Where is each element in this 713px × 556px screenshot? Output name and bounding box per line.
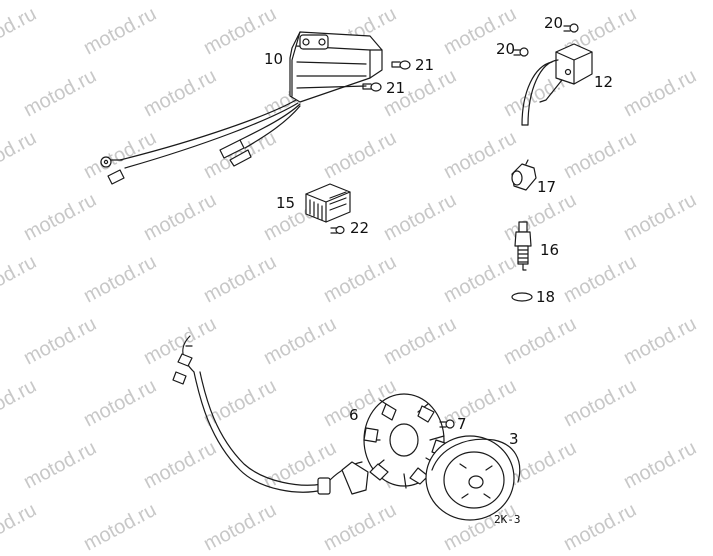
part-label-17: 17 <box>537 178 557 196</box>
part-label-16: 16 <box>540 241 560 259</box>
bolt-21-upper <box>391 60 411 70</box>
cdi-unit <box>100 31 383 185</box>
ignition-parts-diagram <box>100 23 593 521</box>
part-label-10: 10 <box>264 50 284 68</box>
bolt-20-lower <box>513 47 529 57</box>
bolt-21-lower <box>362 82 382 92</box>
part-label-22: 22 <box>350 219 370 237</box>
sealing-ring <box>511 292 533 302</box>
ignition-coil <box>521 43 593 126</box>
part-label-6: 6 <box>349 406 359 424</box>
part-label-12: 12 <box>594 73 614 91</box>
part-label-3: 3 <box>509 430 519 448</box>
spark-plug-cap <box>511 159 537 191</box>
part-label-7: 7 <box>457 415 467 433</box>
part-label-20-lower: 20 <box>496 40 516 58</box>
part-label-18: 18 <box>536 288 556 306</box>
part-label-21-upper: 21 <box>415 56 435 74</box>
part-label-20-upper: 20 <box>544 14 564 32</box>
flywheel <box>425 435 521 521</box>
stator-assembly <box>172 335 449 495</box>
bolt-22 <box>330 225 345 235</box>
figure-code: 2K-3 <box>494 513 521 526</box>
part-label-15: 15 <box>276 194 296 212</box>
voltage-regulator <box>305 183 351 223</box>
part-label-21-lower: 21 <box>386 79 406 97</box>
bolt-20-upper <box>563 23 579 33</box>
screw-7 <box>439 419 455 429</box>
spark-plug <box>514 221 532 271</box>
